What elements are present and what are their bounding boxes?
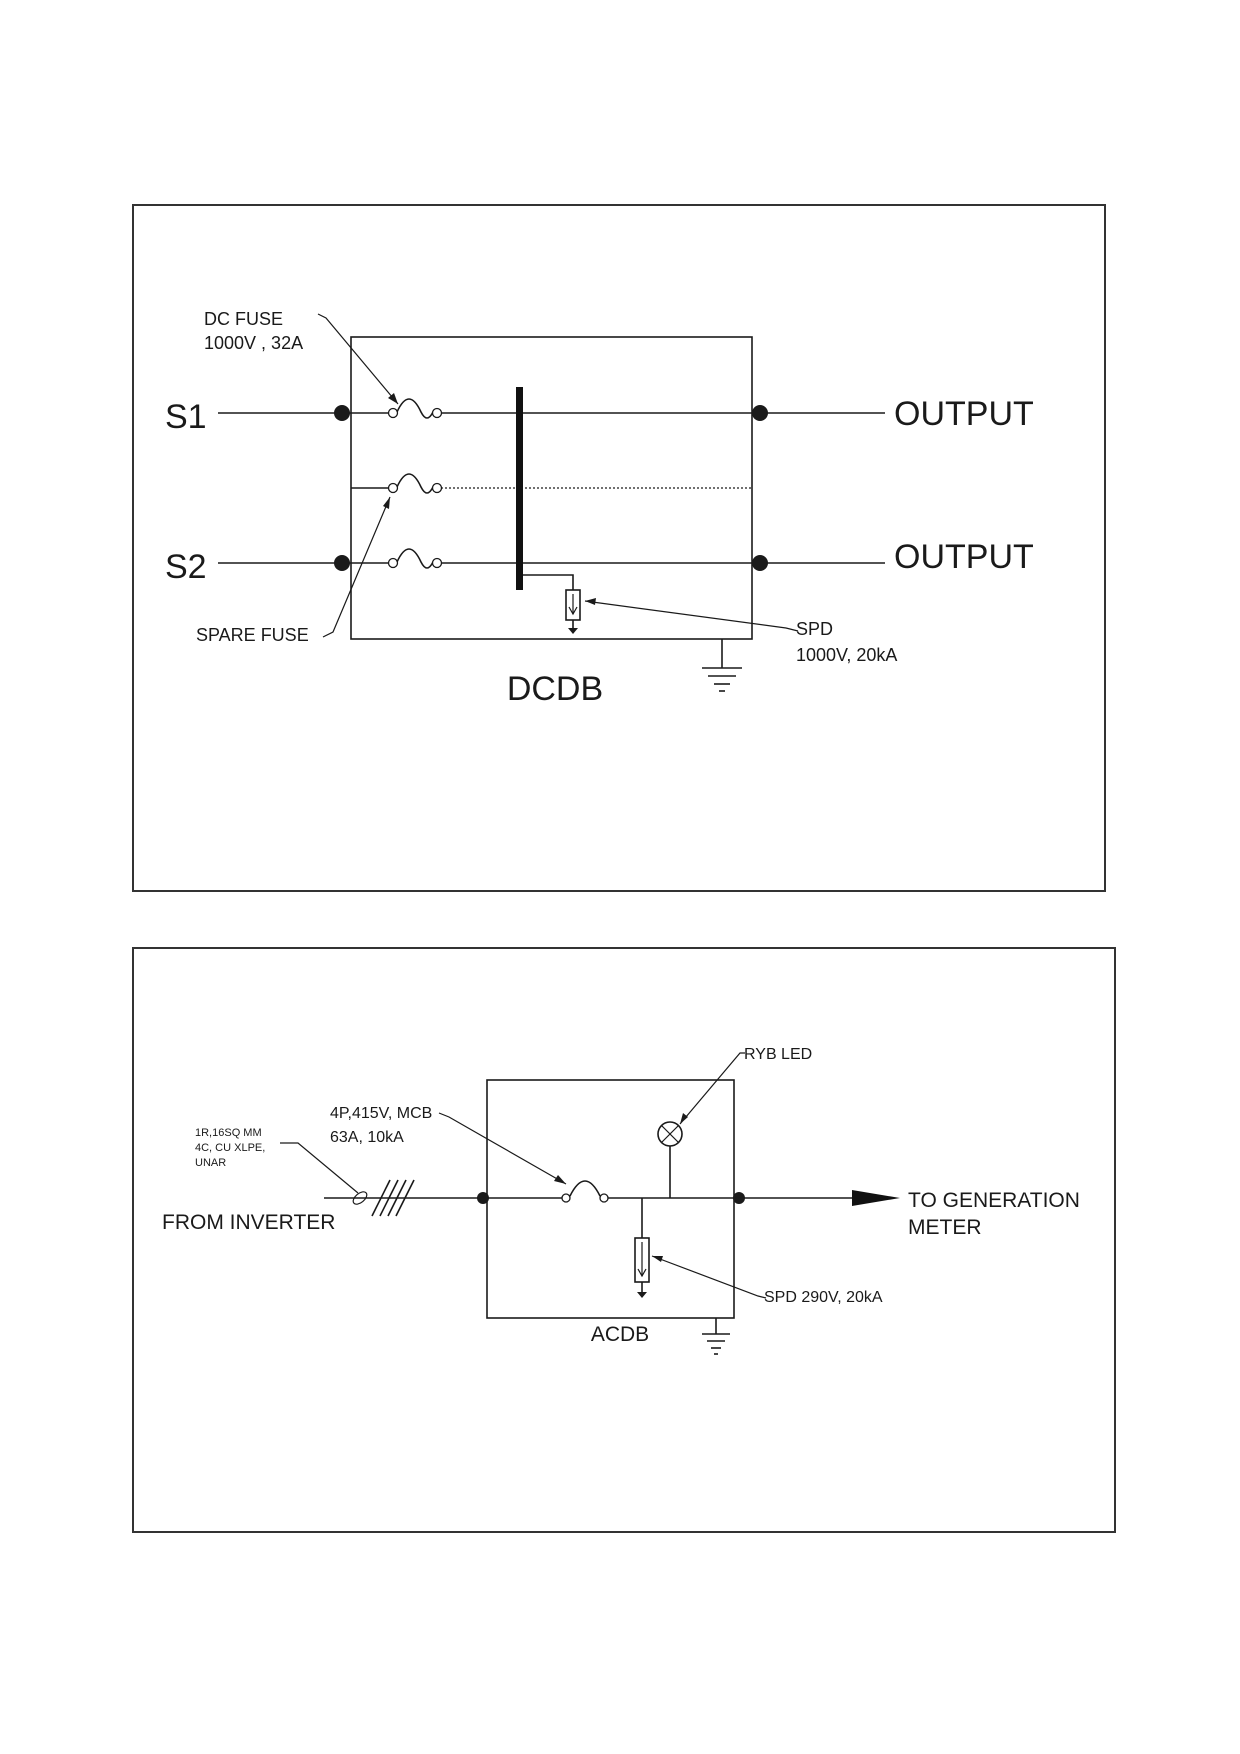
spd-ground-arrow-icon xyxy=(568,628,578,634)
cable-spec-line2: 4C, CU XLPE, xyxy=(195,1142,265,1154)
acdb-title: ACDB xyxy=(591,1323,649,1346)
cable-gland-icon xyxy=(352,1191,368,1205)
destination-label-line2: METER xyxy=(908,1216,982,1239)
cable-spec-line3: UNAR xyxy=(195,1157,226,1169)
dcdb-enclosure xyxy=(350,336,753,640)
dc-fuse-label: DC FUSE xyxy=(204,309,283,329)
dc-fuse-leader xyxy=(317,313,399,405)
acdb-input-terminal xyxy=(477,1192,489,1204)
ac-mcb xyxy=(561,1180,609,1203)
dc-busbar xyxy=(516,387,523,590)
led-leader-arrow-icon xyxy=(680,1113,688,1124)
spare-fuse-leader-arrow-icon xyxy=(383,497,390,509)
cable-spec-line1: 1R,16SQ MM xyxy=(195,1127,262,1139)
indicator-lamp-icon xyxy=(657,1121,683,1147)
input-label-s2: S2 xyxy=(165,548,207,586)
dc-fuse-leader-arrow-icon xyxy=(388,393,398,404)
ac-spd xyxy=(634,1198,650,1298)
ac-spd-leader xyxy=(651,1255,767,1299)
input-label-s1: S1 xyxy=(165,398,207,436)
ac-spd-leader-arrow-icon xyxy=(652,1256,663,1262)
dc-spd-rating: 1000V, 20kA xyxy=(796,645,897,665)
output-arrow-icon xyxy=(852,1190,900,1206)
dcdb-title: DCDB xyxy=(507,670,603,708)
acdb-frame xyxy=(132,947,1116,1533)
dc-spd xyxy=(523,574,581,634)
acdb-earth-icon xyxy=(702,1318,730,1355)
dcdb-earth-icon xyxy=(702,639,742,692)
led-label: RYB LED xyxy=(744,1046,812,1063)
dc-fuse-s2 xyxy=(387,548,443,569)
led-leader xyxy=(679,1052,745,1125)
mcb-label: 4P,415V, MCB xyxy=(330,1105,432,1122)
dcdb-frame xyxy=(132,204,1106,892)
dc-spd-leader xyxy=(584,600,799,632)
output-label-2: OUTPUT xyxy=(894,538,1034,576)
ac-spd-ground-arrow-icon xyxy=(637,1292,647,1298)
acdb-panel: 1R,16SQ MM 4C, CU XLPE, UNAR FROM INVERT… xyxy=(132,947,1116,1533)
spare-fuse-label: SPARE FUSE xyxy=(196,625,309,645)
mcb-rating: 63A, 10kA xyxy=(330,1129,404,1146)
spare-fuse xyxy=(387,473,443,494)
ryb-led xyxy=(657,1121,683,1198)
dcdb-panel: S1 S2 xyxy=(132,204,1106,892)
spare-fuse-line xyxy=(351,473,752,494)
dc-spd-label: SPD xyxy=(796,619,833,639)
spare-fuse-leader xyxy=(322,496,391,638)
source-label: FROM INVERTER xyxy=(162,1211,335,1234)
mcb-leader-arrow-icon xyxy=(554,1175,566,1184)
output-label-1: OUTPUT xyxy=(894,395,1034,433)
four-core-tick-marks xyxy=(371,1179,415,1217)
acdb-enclosure xyxy=(486,1079,735,1319)
destination-label-line1: TO GENERATION xyxy=(908,1189,1080,1212)
mcb-leader xyxy=(438,1112,567,1185)
s1-string-line xyxy=(218,398,885,421)
dc-spd-leader-arrow-icon xyxy=(585,598,596,605)
s2-string-line xyxy=(218,548,885,571)
dc-fuse-rating: 1000V , 32A xyxy=(204,333,303,353)
ac-spd-label: SPD 290V, 20kA xyxy=(764,1289,883,1306)
cable-spec-leader xyxy=(280,1142,359,1194)
